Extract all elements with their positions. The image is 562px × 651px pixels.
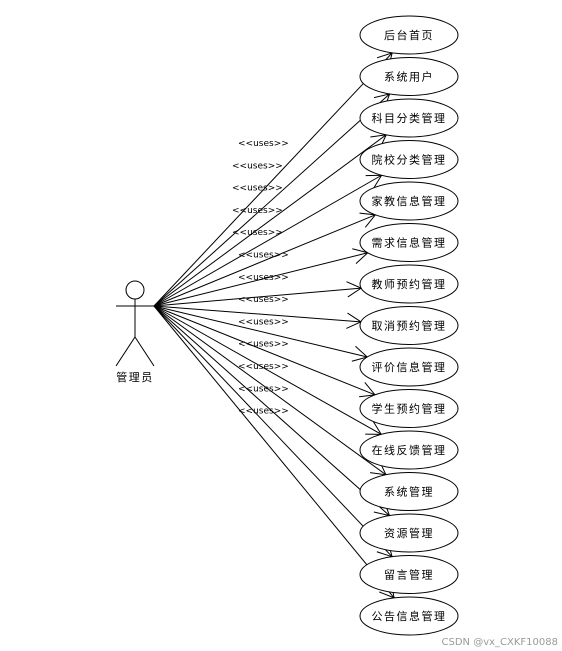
- use-case-node: 学生预约管理: [359, 389, 459, 428]
- uses-label: <<uses>>: [238, 384, 289, 394]
- relation-line: [153, 305, 387, 476]
- use-case-label: 评价信息管理: [372, 360, 447, 374]
- use-case-label: 在线反馈管理: [372, 443, 447, 457]
- use-case-node: 系统管理: [359, 472, 459, 511]
- use-case-label: 需求信息管理: [372, 236, 447, 250]
- use-case-ellipse: [359, 223, 459, 262]
- relation-line: [153, 52, 393, 307]
- relation-line: [153, 305, 382, 435]
- relation-line: [153, 305, 393, 558]
- use-case-ellipse: [359, 347, 459, 387]
- use-case-node: 评价信息管理: [359, 347, 459, 387]
- use-case-ellipse: [359, 513, 459, 553]
- use-case-node: 家教信息管理: [359, 181, 459, 221]
- use-case-ellipse: [359, 264, 459, 304]
- use-case-node: 需求信息管理: [359, 223, 459, 262]
- relation-line: [153, 305, 395, 599]
- actor-figure: [115, 280, 155, 367]
- use-case-label: 院校分类管理: [372, 153, 447, 167]
- use-case-ellipse: [359, 555, 459, 594]
- use-case-label: 留言管理: [384, 568, 434, 582]
- relation-line: [153, 214, 376, 307]
- use-case-node: 系统用户: [359, 57, 459, 96]
- uses-label: <<uses>>: [232, 184, 283, 194]
- use-case-node: 留言管理: [359, 555, 459, 594]
- use-cases: 后台首页系统用户科目分类管理院校分类管理家教信息管理需求信息管理教师预约管理取消…: [359, 15, 459, 636]
- use-case-label: 公告信息管理: [372, 609, 447, 623]
- use-case-node: 取消预约管理: [359, 306, 459, 345]
- use-case-node: 公告信息管理: [359, 596, 459, 636]
- uses-label: <<uses>>: [232, 161, 283, 171]
- relation-line: [153, 174, 382, 307]
- use-case-ellipse: [359, 306, 459, 345]
- use-case-node: 教师预约管理: [359, 264, 459, 304]
- use-case-ellipse: [359, 181, 459, 221]
- actor-left-leg: [115, 336, 136, 367]
- use-case-label: 科目分类管理: [372, 111, 447, 125]
- use-case-label: 学生预约管理: [372, 402, 447, 416]
- use-case-ellipse: [359, 98, 459, 138]
- use-case-ellipse: [359, 430, 459, 470]
- uses-label: <<uses>>: [238, 407, 289, 417]
- relation-line: [153, 252, 368, 307]
- actor-label: 管理员: [116, 370, 154, 384]
- use-case-label: 家教信息管理: [372, 194, 447, 208]
- relation-labels: <<uses>> <<uses>> <<uses>> <<uses>> <<uses>>…: [232, 139, 289, 417]
- use-case-node: 后台首页: [359, 15, 459, 55]
- use-case-label: 教师预约管理: [372, 277, 447, 291]
- use-case-label: 系统用户: [384, 70, 434, 84]
- use-case-ellipse: [359, 596, 459, 636]
- uses-label: <<uses>>: [238, 340, 289, 350]
- use-case-label: 取消预约管理: [372, 319, 447, 333]
- uses-label: <<uses>>: [232, 228, 283, 238]
- uses-label: <<uses>>: [238, 251, 289, 261]
- uses-label: <<uses>>: [238, 273, 289, 283]
- actor-right-leg: [134, 336, 155, 367]
- uses-label: <<uses>>: [238, 317, 289, 327]
- relation-line: [153, 305, 376, 396]
- actor-head: [125, 280, 145, 300]
- relation-line: [153, 305, 368, 358]
- relation-line: [153, 134, 387, 307]
- use-case-node: 在线反馈管理: [359, 430, 459, 470]
- use-case-ellipse: [359, 15, 459, 55]
- relation-line: [153, 287, 362, 307]
- relation-line: [153, 305, 361, 323]
- relation-lines: [153, 52, 395, 599]
- use-case-label: 后台首页: [384, 28, 434, 42]
- use-case-node: 资源管理: [359, 513, 459, 553]
- use-case-ellipse: [359, 472, 459, 511]
- use-case-ellipse: [359, 389, 459, 428]
- use-case-ellipse: [359, 57, 459, 96]
- uses-label: <<uses>>: [238, 139, 289, 149]
- relation-line: [153, 305, 390, 516]
- watermark: CSDN @vx_CXKF10088: [442, 637, 558, 648]
- use-case-label: 资源管理: [384, 526, 434, 540]
- use-case-ellipse: [359, 140, 459, 179]
- uses-label: <<uses>>: [238, 362, 289, 372]
- uses-label: <<uses>>: [238, 295, 289, 305]
- relation-line: [153, 93, 390, 307]
- uses-label: <<uses>>: [232, 206, 283, 216]
- use-case-node: 院校分类管理: [359, 140, 459, 179]
- use-case-label: 系统管理: [384, 485, 434, 499]
- use-case-node: 科目分类管理: [359, 98, 459, 138]
